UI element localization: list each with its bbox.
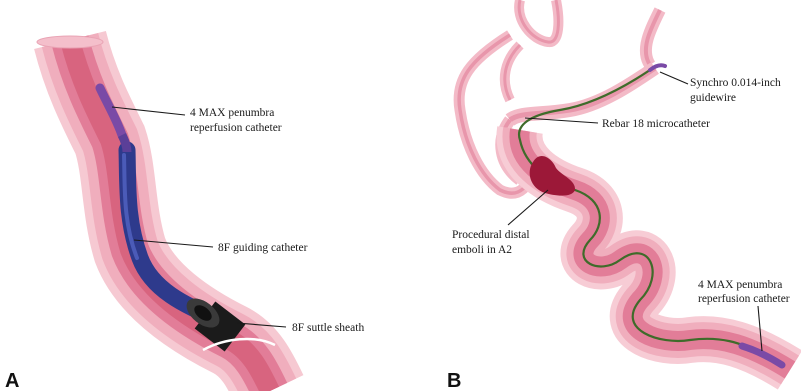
label-b-penumbra-2: reperfusion catheter xyxy=(698,293,790,305)
label-b-synchro-2: guidewire xyxy=(690,92,736,104)
label-b-synchro-1: Synchro 0.014-inch xyxy=(690,77,781,89)
panel-b: Synchro 0.014-inch guidewire Rebar 18 mi… xyxy=(447,0,790,391)
label-b-emboli-1: Procedural distal xyxy=(452,229,530,241)
label-a-guiding: 8F guiding catheter xyxy=(218,242,308,254)
leader-b-synchro xyxy=(660,72,688,84)
label-a-penumbra-1: 4 MAX penumbra xyxy=(190,107,274,119)
label-a-sheath: 8F suttle sheath xyxy=(292,322,364,334)
label-b-emboli-2: emboli in A2 xyxy=(452,244,512,256)
label-b-penumbra-1: 4 MAX penumbra xyxy=(698,279,782,291)
vessel-a-top-end xyxy=(37,36,103,48)
panel-a-letter: A xyxy=(5,370,19,391)
label-a-penumbra-2: reperfusion catheter xyxy=(190,122,282,134)
penumbra-catheter-a-shaft xyxy=(122,135,127,152)
panel-b-letter: B xyxy=(447,370,461,391)
label-b-rebar: Rebar 18 microcatheter xyxy=(602,118,710,130)
panel-a: 4 MAX penumbra reperfusion catheter 8F g… xyxy=(5,36,364,391)
